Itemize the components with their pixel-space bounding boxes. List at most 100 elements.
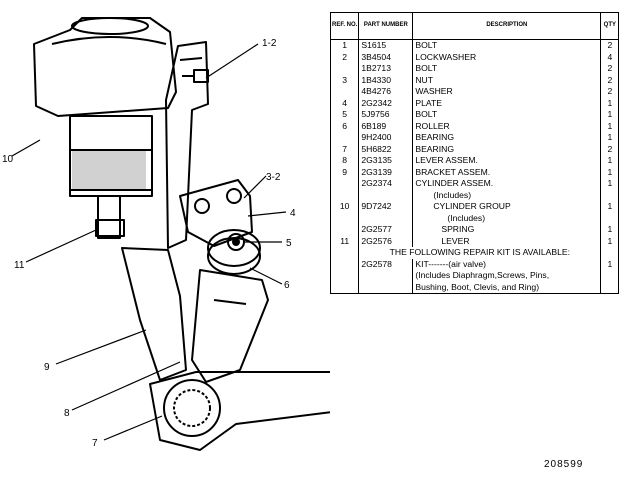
description: NUT — [412, 74, 602, 86]
ref-no — [329, 86, 360, 98]
part-number — [358, 281, 414, 294]
cylinder-housing — [33, 17, 177, 117]
ref-no — [329, 224, 360, 236]
description: (Includes) — [412, 189, 602, 201]
ref-no: 9 — [329, 166, 360, 178]
bolt-1 — [193, 69, 209, 83]
description: SPRING — [412, 224, 602, 236]
ref-no — [329, 63, 360, 75]
description: WASHER — [412, 86, 602, 98]
header-part-number: PART NUMBER — [358, 12, 414, 40]
ref-no — [329, 178, 360, 190]
callout-7: 7 — [92, 438, 98, 449]
callout-6: 6 — [284, 280, 290, 291]
description: BOLT — [412, 109, 602, 121]
ref-no: 5 — [329, 109, 360, 121]
ref-no: 8 — [329, 155, 360, 167]
ref-no: 11 — [329, 235, 360, 247]
description: CYLINDER ASSEM. — [412, 178, 602, 190]
description: BRACKET ASSEM. — [412, 166, 602, 178]
qty: 1 — [600, 201, 620, 213]
ref-no — [329, 189, 360, 201]
ref-no — [329, 281, 360, 294]
description: LEVER ASSEM. — [412, 155, 602, 167]
callout-1-2: 1-2 — [262, 38, 277, 49]
ref-no: 2 — [329, 51, 360, 63]
part-number: 3B4504 — [358, 51, 414, 63]
qty: 1 — [600, 224, 620, 236]
part-number: 2G2576 — [358, 235, 414, 247]
ref-no: 3 — [329, 74, 360, 86]
qty — [600, 281, 620, 294]
callout-10: 10 — [2, 154, 14, 165]
table-header-row: REF. NO. PART NUMBER DESCRIPTION QTY — [329, 12, 620, 40]
piston-rod — [97, 196, 121, 239]
callout-8: 8 — [64, 408, 70, 419]
description: LEVER — [412, 235, 602, 247]
description: BOLT — [412, 39, 602, 52]
part-number: 4B4276 — [358, 86, 414, 98]
ref-no — [329, 247, 360, 259]
parts-illustration: 1-2 3-2 4 5 6 7 8 9 10 11 — [2, 17, 330, 451]
description: (Includes Diaphragm,Screws, Pins, — [412, 270, 602, 282]
plate — [179, 179, 253, 247]
part-number: S1615 — [358, 39, 414, 52]
table-row: (Includes) — [329, 212, 620, 224]
part-number: 2G2578 — [358, 258, 414, 270]
part-number: 5H6822 — [358, 143, 414, 155]
bearing-hub — [163, 379, 221, 437]
description: BEARING — [412, 132, 602, 144]
kit-suffix: (air valve) — [448, 258, 487, 269]
part-number — [358, 270, 414, 282]
cylinder-body — [69, 115, 153, 197]
part-number: 9H2400 — [358, 132, 414, 144]
ref-no — [329, 132, 360, 144]
qty — [600, 270, 620, 282]
qty: 4 — [600, 51, 620, 63]
drawing-number: 208599 — [544, 459, 584, 470]
ref-no — [329, 258, 360, 270]
description: KIT-------(air valve) — [412, 258, 602, 270]
callout-9: 9 — [44, 362, 50, 373]
part-number: 5J9756 — [358, 109, 414, 121]
part-number: 1B4330 — [358, 74, 414, 86]
ref-no — [329, 212, 360, 224]
ref-no: 6 — [329, 120, 360, 132]
qty — [600, 189, 620, 201]
lever-arm — [149, 371, 330, 451]
description: BOLT — [412, 63, 602, 75]
description: (Includes) — [412, 212, 602, 224]
header-description: DESCRIPTION — [412, 12, 602, 40]
qty: 2 — [600, 86, 620, 98]
callout-11: 11 — [14, 260, 25, 271]
callout-5: 5 — [286, 238, 292, 249]
part-number: 2G2577 — [358, 224, 414, 236]
qty: 1 — [600, 132, 620, 144]
ref-no — [329, 270, 360, 282]
part-number — [358, 189, 414, 201]
ref-no: 4 — [329, 97, 360, 109]
part-number: 2G2342 — [358, 97, 414, 109]
description: Bushing, Boot, Clevis, and Ring) — [412, 281, 602, 294]
main-bracket — [121, 247, 187, 381]
qty: 1 — [600, 109, 620, 121]
callout-3-2: 3-2 — [266, 172, 281, 183]
roller — [207, 237, 261, 275]
part-number: 6B189 — [358, 120, 414, 132]
description: ROLLER — [412, 120, 602, 132]
lever — [191, 269, 269, 383]
bracket-plate — [165, 41, 209, 249]
qty: 2 — [600, 39, 620, 52]
